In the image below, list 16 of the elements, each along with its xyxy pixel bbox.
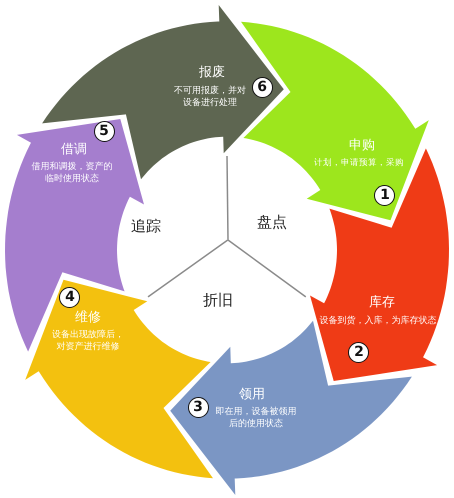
step-title: 领用 xyxy=(239,387,265,403)
step-description: 借用和调拨，资产的临时使用状态 xyxy=(31,161,113,185)
center-label: 折旧 xyxy=(203,291,233,309)
center-label: 追踪 xyxy=(131,217,161,235)
step-description: 设备到货，入库，为库存状态 xyxy=(319,315,437,327)
step-title: 申购 xyxy=(349,138,375,154)
step-title: 库存 xyxy=(369,295,395,311)
step-description: 设备出现故障后，对资产进行维修 xyxy=(51,329,125,353)
step-description: 即在用，设备被领用后的使用状态 xyxy=(214,406,298,430)
step-title: 维修 xyxy=(75,310,101,326)
step-title: 借调 xyxy=(61,142,87,158)
center-label: 盘点 xyxy=(257,213,287,231)
step-description: 计划，申请预算，采购 xyxy=(313,157,405,169)
arrow-segment xyxy=(5,119,145,352)
step-description: 不可用报废，并对设备进行处理 xyxy=(173,85,247,109)
step-title: 报废 xyxy=(199,65,225,81)
